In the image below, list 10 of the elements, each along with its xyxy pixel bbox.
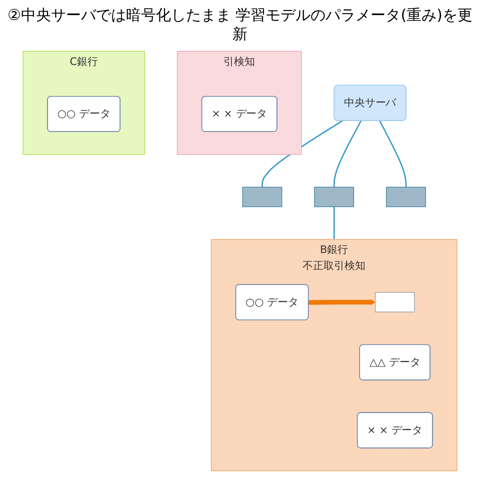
arrow <box>308 299 376 306</box>
node-box <box>242 186 282 208</box>
connector <box>333 206 335 240</box>
node-box <box>386 186 426 208</box>
connector <box>262 120 343 188</box>
connector <box>333 120 362 188</box>
node-box <box>374 292 415 312</box>
node-box <box>314 186 354 208</box>
connector <box>379 120 407 188</box>
diagram-title: ②中央サーバでは暗号化したまま 学習モデルのパラメータ(重み)を更新 <box>6 6 474 44</box>
